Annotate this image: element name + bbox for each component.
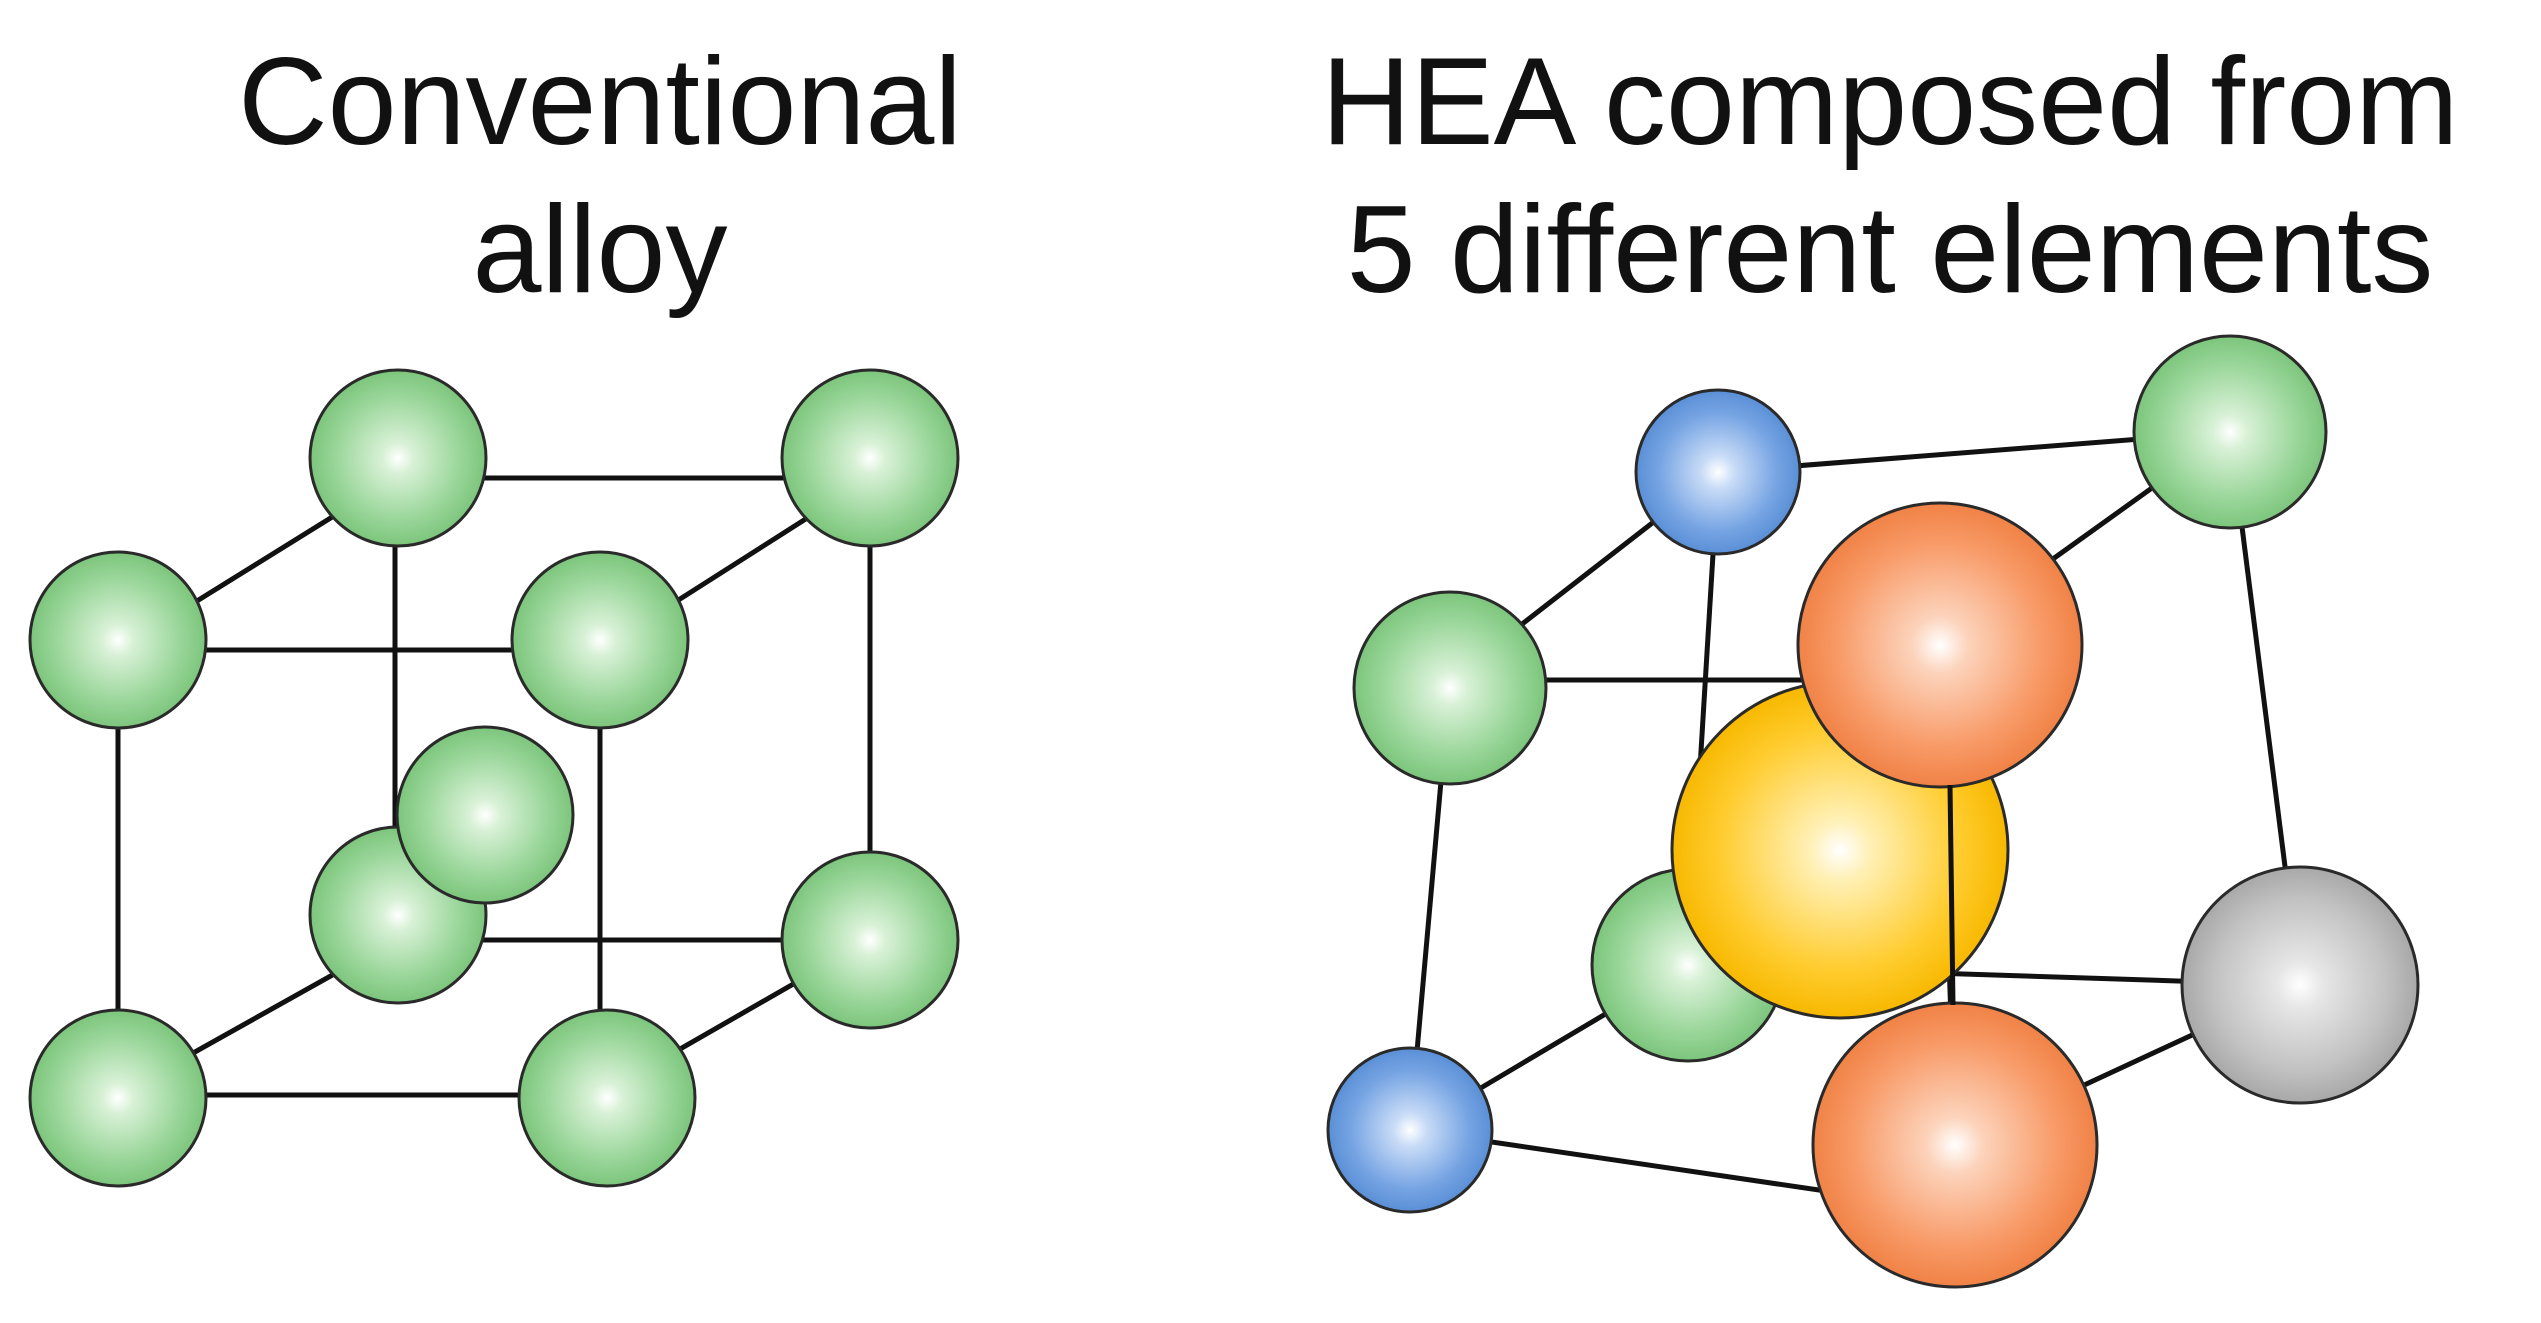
hea-title-line1: HEA composed from — [1321, 33, 2459, 171]
atom-green — [1352, 590, 1548, 786]
hea-title: HEA composed from 5 different elements — [1240, 28, 2540, 324]
atom-orange — [1796, 501, 2084, 789]
conventional-alloy-title-line2: alloy — [472, 181, 728, 319]
atom-blue — [1634, 388, 1802, 556]
hea-atoms — [1326, 334, 2420, 1289]
atom-green — [308, 368, 488, 548]
atom-green — [2132, 334, 2328, 530]
atom-green-center — [395, 725, 575, 905]
hea-title-line2: 5 different elements — [1346, 181, 2434, 319]
atom-blue — [1326, 1046, 1494, 1214]
atom-green — [780, 850, 960, 1030]
bond-front — [1947, 784, 1956, 1006]
atom-green — [28, 550, 208, 730]
atom-green — [517, 1008, 697, 1188]
atom-green — [780, 368, 960, 548]
conventional-alloy-lattice — [28, 368, 960, 1188]
atom-green — [510, 550, 690, 730]
atom-orange — [1811, 1001, 2099, 1289]
atom-green — [28, 1008, 208, 1188]
conventional-alloy-title-line1: Conventional — [238, 33, 962, 171]
atom-gray — [2180, 865, 2420, 1105]
conventional-alloy-atoms — [28, 368, 960, 1188]
conventional-alloy-title: Conventional alloy — [40, 28, 1160, 324]
hea-lattice — [1326, 334, 2420, 1289]
